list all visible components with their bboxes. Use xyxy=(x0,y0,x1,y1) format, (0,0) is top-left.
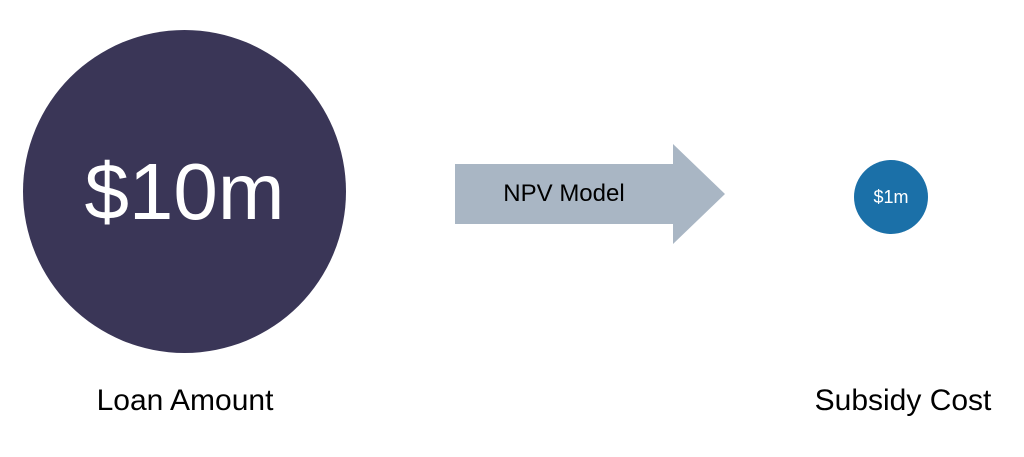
npv-model-label: NPV Model xyxy=(503,180,625,207)
subsidy-cost-caption: Subsidy Cost xyxy=(814,384,992,417)
right-arrow-icon xyxy=(455,144,725,244)
subsidy-cost-circle: $1m xyxy=(854,160,928,234)
loan-amount-value: $10m xyxy=(84,146,285,236)
loan-amount-caption: Loan Amount xyxy=(96,384,274,417)
npv-model-arrow: NPV Model xyxy=(455,144,725,244)
subsidy-cost-value: $1m xyxy=(873,187,909,207)
loan-amount-circle: $10m xyxy=(23,30,346,353)
